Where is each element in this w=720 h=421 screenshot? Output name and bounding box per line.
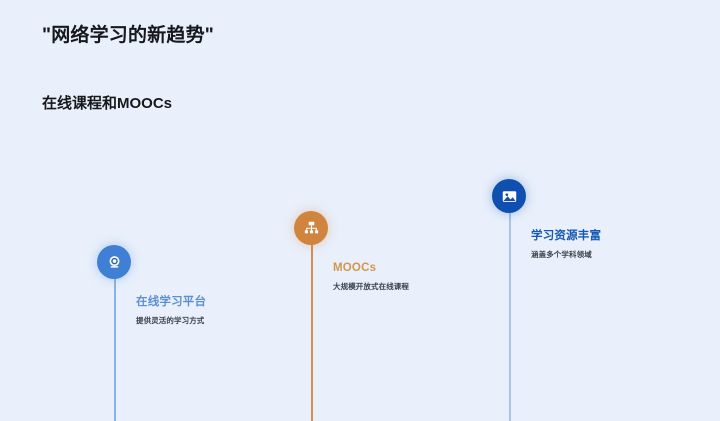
timeline-item-description: 提供灵活的学习方式 <box>136 316 205 326</box>
timeline-item-label: MOOCs <box>333 262 377 274</box>
timeline-item-text: 在线学习平台 提供灵活的学习方式 <box>136 295 206 326</box>
sitemap-icon[interactable] <box>294 211 328 245</box>
timeline: 在线学习平台 提供灵活的学习方式 <box>97 179 601 421</box>
slide-header: "网络学习的新趋势" 在线课程和MOOCs <box>42 24 642 113</box>
timeline-item-text: 学习资源丰富 涵盖多个学科领域 <box>531 229 601 260</box>
timeline-connector-line <box>114 262 116 421</box>
image-icon[interactable] <box>492 179 526 213</box>
timeline-item-label: 学习资源丰富 <box>531 230 602 242</box>
timeline-connector-line <box>509 196 511 421</box>
timeline-item-label: 在线学习平台 <box>136 296 207 308</box>
timeline-item-text: MOOCs 大规模开放式在线课程 <box>333 261 409 292</box>
page-title: "网络学习的新趋势" <box>42 25 215 46</box>
slide-canvas: "网络学习的新趋势" 在线课程和MOOCs 在线学习平台 提供灵活的学习方式 <box>42 24 642 421</box>
page-subtitle: 在线课程和MOOCs <box>42 94 173 112</box>
timeline-connector-line <box>311 228 313 421</box>
webcam-icon[interactable] <box>97 245 131 279</box>
timeline-item-description: 涵盖多个学科领域 <box>531 250 592 260</box>
timeline-item-description: 大规模开放式在线课程 <box>333 282 409 292</box>
